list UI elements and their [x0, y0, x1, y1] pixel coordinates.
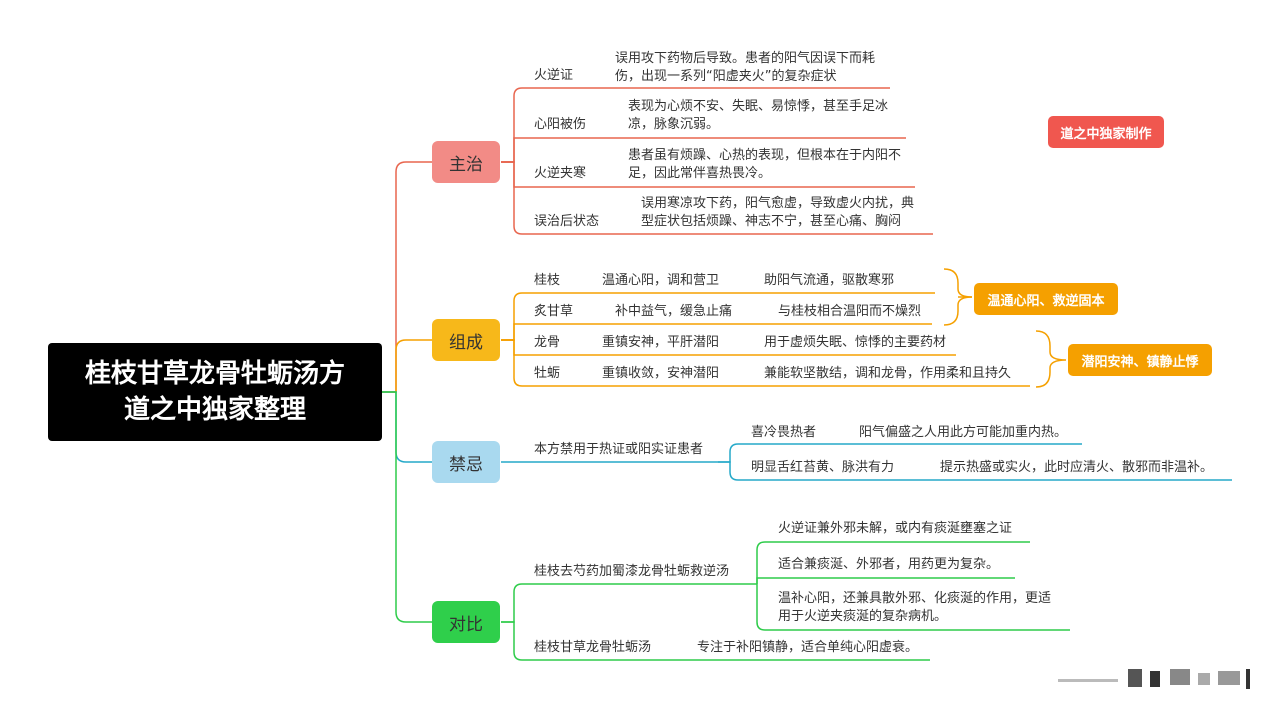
zhuzhi-label-1: 火逆证: [534, 68, 574, 83]
zucheng-herb-3: 龙骨: [534, 335, 561, 350]
link-zucheng-4: [501, 339, 1030, 387]
link-zhuzhi-4: [501, 161, 933, 235]
zhuzhi-desc-1b: 伤，出现一系列“阳虚夹火”的复杂症状: [615, 69, 837, 84]
zucheng-effect-1: 温通心阳，调和营卫: [602, 273, 720, 288]
watermark-mark: [1058, 669, 1250, 689]
zucheng-note-3: 用于虚烦失眠、惊悸的主要药材: [764, 335, 947, 350]
bracket-2: [1035, 330, 1067, 388]
tag-wen-tong-xin-yang: 温通心阳、救逆固本: [974, 283, 1118, 315]
jinji-desc-2: 提示热盛或实火，此时应清火、散邪而非温补。: [940, 460, 1214, 475]
link-duibi-sub1: [756, 541, 1030, 584]
root-subtitle: 道之中独家整理: [123, 395, 306, 425]
zucheng-herb-1: 桂枝: [534, 273, 561, 288]
tag-dao-zhi-zhong: 道之中独家制作: [1048, 116, 1164, 148]
branch-zhuzhi: 主治: [432, 141, 500, 183]
zhuzhi-desc-4b: 型症状包括烦躁、神志不宁，甚至心痛、胸闷: [641, 214, 902, 229]
link-root-zhuzhi: [382, 161, 432, 393]
branch-jinji: 禁忌: [432, 441, 500, 483]
zucheng-note-1: 助阳气流通，驱散寒邪: [764, 273, 895, 288]
zhuzhi-desc-3b: 足，因此常伴喜热畏冷。: [628, 166, 772, 181]
duibi-sub-3a: 温补心阳，还兼具散外邪、化痰涎的作用，更适: [778, 591, 1052, 606]
link-zhuzhi-1: [501, 87, 890, 163]
zucheng-note-4: 兼能软坚散结，调和龙骨，作用柔和且持久: [764, 366, 1012, 381]
zucheng-effect-4: 重镇收敛，安神潜阳: [602, 366, 720, 381]
link-jinji-2: [718, 461, 1232, 481]
link-zucheng-1: [501, 292, 935, 341]
zucheng-herb-4: 牡蛎: [534, 366, 561, 381]
zhuzhi-desc-2b: 凉，脉象沉弱。: [628, 117, 720, 132]
link-duibi-2: [501, 621, 930, 661]
zhuzhi-desc-3a: 患者虽有烦躁、心热的表现，但根本在于内阳不: [628, 148, 902, 163]
duibi-item-1: 桂枝去芍药加蜀漆龙骨牡蛎救逆汤: [534, 564, 730, 579]
link-duibi-sub3: [756, 584, 1070, 631]
link-root-jinji: [382, 391, 432, 463]
root-title: 桂枝甘草龙骨牡蛎汤方: [84, 359, 345, 389]
link-duibi-1: [501, 583, 757, 623]
duibi-sub-3b: 用于火逆夹痰涎的复杂病机。: [778, 609, 948, 624]
zucheng-effect-2: 补中益气，缓急止痛: [615, 304, 733, 319]
duibi-item-2-desc: 专注于补阳镇静，适合单纯心阳虚衰。: [697, 640, 919, 655]
link-root-zucheng: [382, 339, 432, 393]
zhuzhi-desc-4a: 误用寒凉攻下药，阳气愈虚，导致虚火内扰，典: [641, 196, 915, 211]
zhuzhi-desc-1a: 误用攻下药物后导致。患者的阳气因误下而耗: [615, 51, 876, 66]
link-jinji-1: [718, 443, 1082, 463]
duibi-item-2: 桂枝甘草龙骨牡蛎汤: [534, 640, 652, 655]
branch-zucheng: 组成: [432, 319, 500, 361]
zhuzhi-label-3: 火逆夹寒: [534, 166, 587, 181]
zhuzhi-desc-2a: 表现为心烦不安、失眠、易惊悸，甚至手足冰: [628, 99, 889, 114]
root-node: 桂枝甘草龙骨牡蛎汤方 道之中独家整理: [48, 343, 382, 441]
zhuzhi-label-4: 误治后状态: [534, 214, 600, 229]
branch-duibi: 对比: [432, 601, 500, 643]
link-duibi-sub2: [756, 577, 1015, 584]
jinji-desc-1: 阳气偏盛之人用此方可能加重内热。: [859, 425, 1068, 440]
duibi-sub-2: 适合兼痰涎、外邪者，用药更为复杂。: [778, 557, 1000, 572]
link-root-duibi: [382, 391, 432, 623]
jinji-label-2: 明显舌红苔黄、脉洪有力: [751, 460, 895, 475]
zhuzhi-label-2: 心阳被伤: [534, 117, 587, 132]
zucheng-herb-2: 炙甘草: [534, 304, 574, 319]
zucheng-note-2: 与桂枝相合温阳而不燥烈: [778, 304, 922, 319]
jinji-label-1: 喜冷畏热者: [751, 425, 817, 440]
jinji-main: 本方禁用于热证或阳实证患者: [534, 442, 704, 457]
tag-qian-yang-an-shen: 潜阳安神、镇静止悸: [1068, 344, 1212, 376]
duibi-sub-1: 火逆证兼外邪未解，或内有痰涎壅塞之证: [778, 521, 1013, 536]
zucheng-effect-3: 重镇安神，平肝潜阳: [602, 335, 720, 350]
